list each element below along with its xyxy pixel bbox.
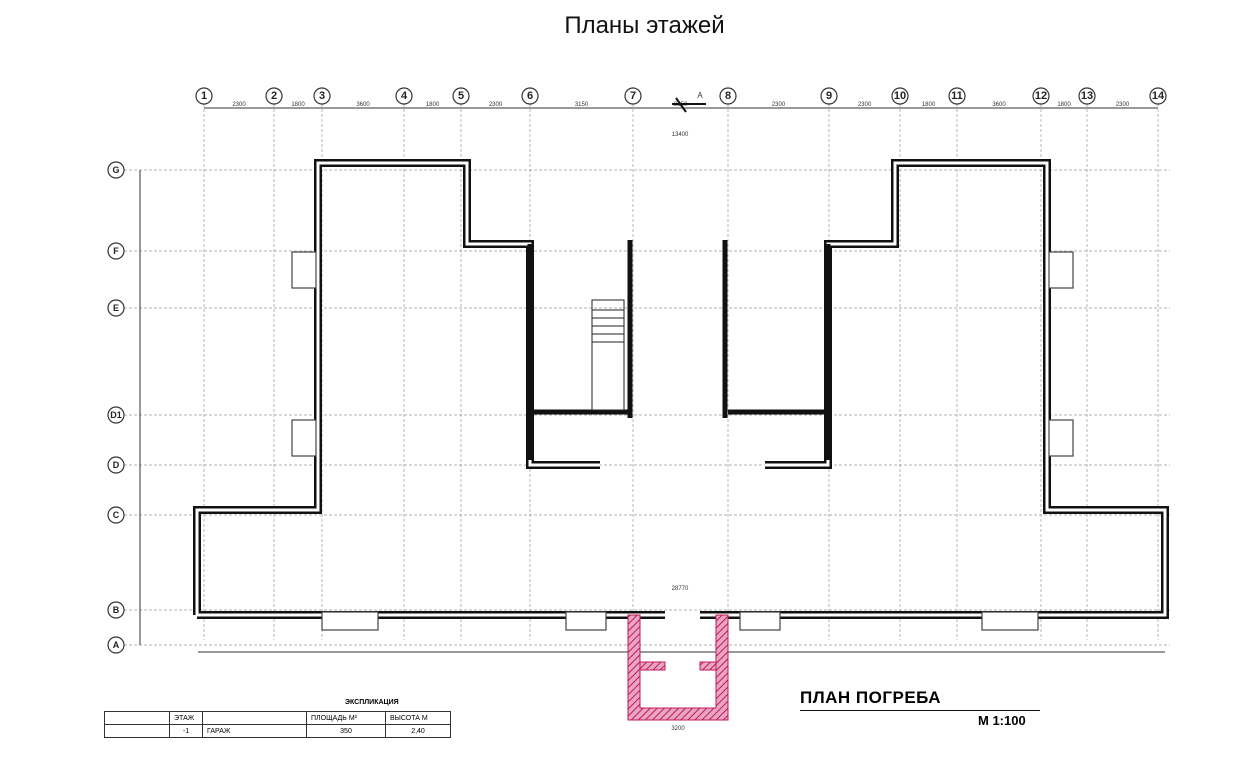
outer-wall <box>193 159 1169 619</box>
column-axis-bubble <box>195 87 213 105</box>
dimension-label: 3600 <box>356 102 370 108</box>
column-axis-bubble <box>395 87 413 105</box>
column-axis-label: 7 <box>630 90 636 102</box>
explication-title: ЭКСПЛИКАЦИЯ <box>345 699 399 706</box>
column-axis-label: 5 <box>458 90 464 102</box>
column-axis-label: 2 <box>271 90 277 102</box>
row-axis-label: D <box>113 460 120 470</box>
column-axis-bubble <box>1032 87 1050 105</box>
dimension-label: 2300 <box>489 102 503 108</box>
dimension-label: 2300 <box>1116 102 1130 108</box>
row-axis-label: D1 <box>110 410 122 420</box>
stairs <box>591 299 625 411</box>
column-axis-label: 1 <box>201 90 207 102</box>
table-row: -1 ГАРАЖ 350 2,40 <box>104 724 451 738</box>
dimension-label: 2300 <box>232 102 246 108</box>
column-axis-bubble <box>265 87 283 105</box>
dimension-cellar-width: 3200 <box>671 726 685 732</box>
row-axis-bubble <box>107 161 125 179</box>
header-area: ПЛОЩАДЬ М² <box>306 711 386 725</box>
plan-scale: М 1:100 <box>978 713 1026 728</box>
row-axis-label: E <box>113 303 119 313</box>
grid-lines <box>124 104 1170 646</box>
row-axis-bubble <box>107 242 125 260</box>
plan-title: ПЛАН ПОГРЕБА <box>800 688 1040 711</box>
walls <box>193 159 1169 721</box>
row-axis-label: F <box>113 246 119 256</box>
cell-area: 350 <box>306 724 386 738</box>
dimension-label: 2300 <box>772 102 786 108</box>
column-axis-bubble <box>624 87 642 105</box>
row-axis-label: C <box>113 510 120 520</box>
header-cell <box>104 711 170 725</box>
row-axis-label: B <box>113 605 120 615</box>
dimension-overall: 13400 <box>672 132 689 138</box>
dimension-label: 2300 <box>858 102 872 108</box>
column-axis-bubble <box>891 87 909 105</box>
row-axis-label: A <box>113 640 120 650</box>
column-axis-bubble <box>313 87 331 105</box>
row-axis-bubble <box>107 636 125 654</box>
cell-room: ГАРАЖ <box>202 724 307 738</box>
column-axis-bubble <box>1149 87 1167 105</box>
column-axis-label: 3 <box>319 90 325 102</box>
column-axis-bubble <box>1078 87 1096 105</box>
column-axis-label: 12 <box>1035 90 1047 102</box>
section-mark: А <box>697 91 703 100</box>
row-axis-bubble <box>107 299 125 317</box>
dimension-label: 3600 <box>992 102 1006 108</box>
column-axis-label: 13 <box>1081 90 1093 102</box>
page-title: Планы этажей <box>564 12 725 39</box>
cell-height: 2,40 <box>385 724 451 738</box>
table-header-row: ЭТАЖ ПЛОЩАДЬ М² ВЫСОТА М <box>104 711 451 725</box>
column-axis-label: 6 <box>527 90 533 102</box>
column-axis-label: 10 <box>894 90 906 102</box>
column-axis-bubble <box>521 87 539 105</box>
row-axis-bubble <box>107 506 125 524</box>
row-axis-bubble <box>107 601 125 619</box>
column-axis-label: 14 <box>1152 90 1165 102</box>
row-axis-bubble <box>107 406 125 424</box>
column-axis-bubble <box>719 87 737 105</box>
explication-table: ЭТАЖ ПЛОЩАДЬ М² ВЫСОТА М -1 ГАРАЖ 350 2,… <box>104 711 451 738</box>
dimension-bottom-overall: 28770 <box>672 586 689 592</box>
section-arrow-icon <box>672 97 706 113</box>
column-axis-label: 8 <box>725 90 731 102</box>
dimension-label: 1800 <box>922 102 936 108</box>
row-axis-bubble <box>107 456 125 474</box>
cellar-walls <box>627 614 729 721</box>
dimension-label: 1800 <box>291 102 305 108</box>
header-height: ВЫСОТА М <box>385 711 451 725</box>
windows <box>291 251 1074 631</box>
column-axis-label: 4 <box>401 90 408 102</box>
inner-walls <box>527 240 831 460</box>
dimension-label: 3150 <box>575 102 589 108</box>
header-floor: ЭТАЖ <box>169 711 203 725</box>
column-axis-label: 9 <box>826 90 832 102</box>
dimension-label: 1800 <box>1057 102 1071 108</box>
column-axis-bubble <box>948 87 966 105</box>
column-axis-label: 11 <box>951 90 963 102</box>
header-cell <box>202 711 307 725</box>
cell <box>104 724 170 738</box>
column-axis-bubble <box>820 87 838 105</box>
dimension-label: 1800 <box>426 102 440 108</box>
column-axis-bubble <box>452 87 470 105</box>
row-axis-label: G <box>112 165 119 175</box>
cell-floor: -1 <box>169 724 203 738</box>
